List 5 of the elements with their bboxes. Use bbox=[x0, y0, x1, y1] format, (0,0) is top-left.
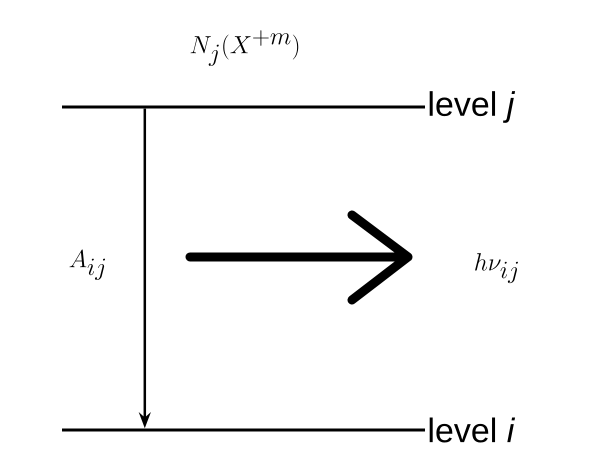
formula-label: $h\nu_{ij}$ bbox=[475, 253, 518, 284]
level-label: level i bbox=[430, 418, 516, 442]
formula-label: $N_j(X^{+m})$ bbox=[190, 30, 298, 66]
edge-label: $A_{ij}$ bbox=[70, 249, 106, 280]
level-label: level j bbox=[430, 91, 516, 123]
